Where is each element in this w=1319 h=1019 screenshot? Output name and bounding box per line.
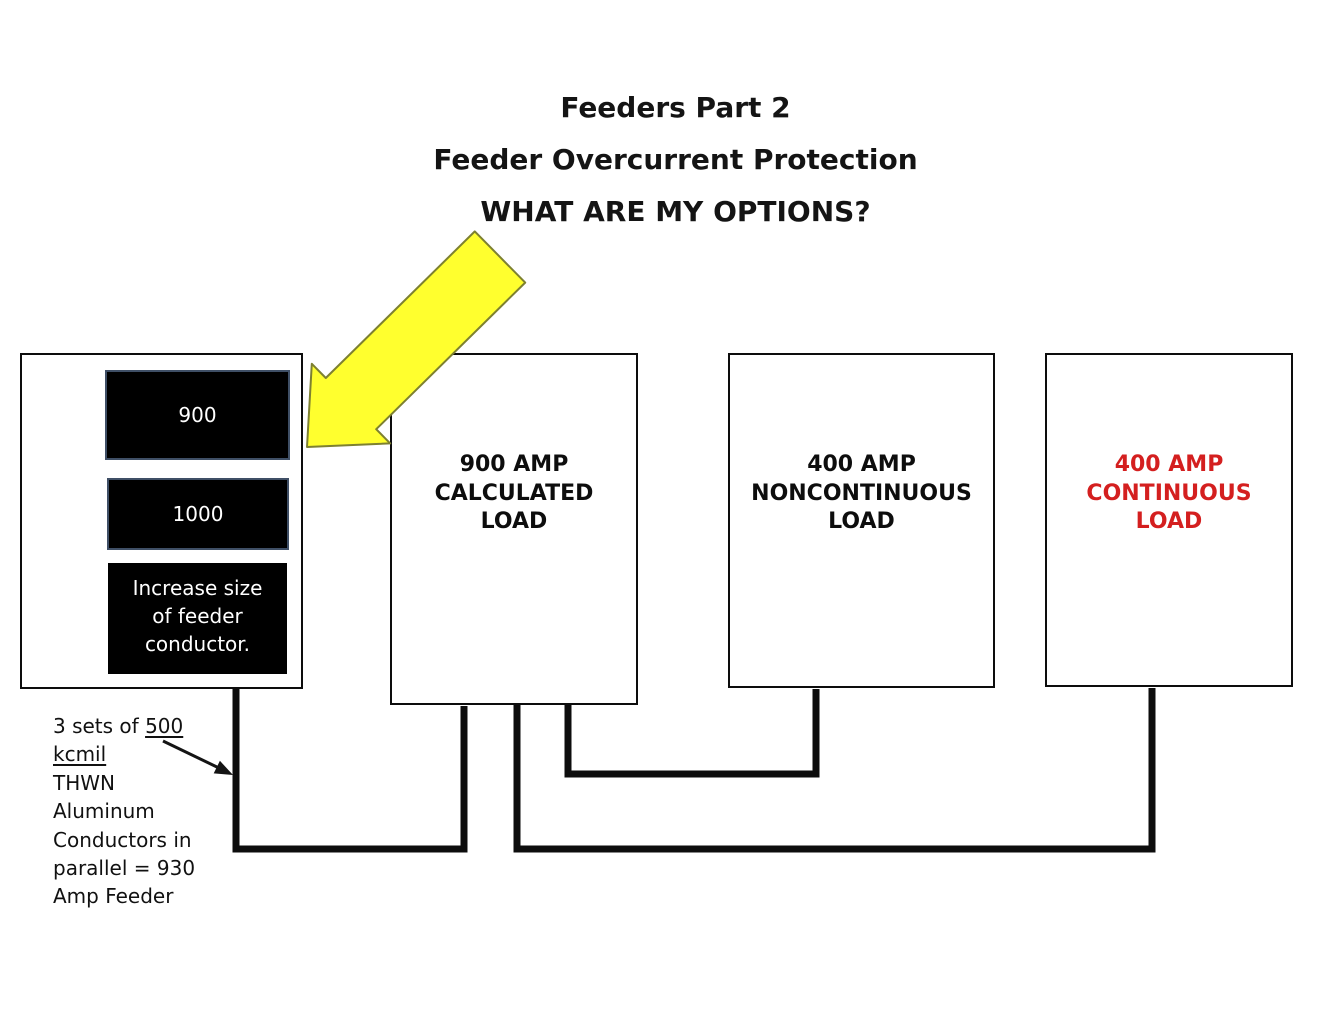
label-line: CALCULATED	[434, 480, 594, 506]
slide-title-line2: Feeder Overcurrent Protection	[433, 143, 918, 176]
breaker-900-label: 900	[178, 403, 217, 427]
breaker-1000-label: 1000	[172, 502, 224, 526]
footnote-line: Amp Feeder	[53, 884, 174, 909]
label-line: CONTINUOUS	[1086, 480, 1252, 506]
wire-calculated-to-continuous	[513, 688, 1156, 853]
breaker-1000-box: 1000	[107, 478, 289, 550]
footnote-text: 3 sets of	[53, 714, 146, 738]
label-line: NONCONTINUOUS	[751, 480, 972, 506]
slide-title-line1: Feeders Part 2	[560, 91, 791, 124]
noncontinuous-load-box: 400 AMP NONCONTINUOUS LOAD	[728, 353, 995, 688]
increase-note-line: Increase size	[132, 576, 263, 600]
increase-note-line: conductor.	[144, 632, 251, 656]
footnote-line: parallel = 930	[53, 856, 196, 881]
label-line: 400 AMP	[807, 452, 916, 477]
label-line: LOAD	[480, 509, 548, 534]
label-line: 900 AMP	[459, 452, 569, 477]
increase-note-line: of feeder	[152, 604, 243, 628]
breaker-900-box: 900	[105, 370, 290, 460]
label-line: LOAD	[1135, 509, 1203, 534]
footnote-underlined-text: kcmil	[53, 742, 107, 767]
calculated-load-box: 900 AMP CALCULATED LOAD	[390, 353, 638, 705]
title-block: Feeders Part 2 Feeder Overcurrent Protec…	[16, 82, 1319, 238]
wire-options-to-calculated	[232, 688, 468, 853]
calculated-load-label: 900 AMP CALCULATED LOAD	[392, 451, 636, 537]
footnote-line: kcmil	[53, 740, 233, 768]
noncontinuous-load-label: 400 AMP NONCONTINUOUS LOAD	[730, 451, 993, 537]
continuous-load-label: 400 AMP CONTINUOUS LOAD	[1047, 451, 1291, 537]
options-panel-box: 900 1000 Increase size of feeder conduct…	[20, 353, 303, 689]
footnote-underlined-text: 500	[145, 714, 184, 738]
continuous-load-box: 400 AMP CONTINUOUS LOAD	[1045, 353, 1293, 687]
label-line: 400 AMP	[1114, 452, 1224, 477]
footnote-line: THWN	[53, 770, 115, 795]
footnote-line: Aluminum	[53, 799, 155, 824]
footnote-line: 3 sets of 500	[53, 712, 233, 740]
conductor-footnote: 3 sets of 500 kcmil THWN Aluminum Conduc…	[53, 712, 233, 911]
increase-size-note: Increase size of feeder conductor.	[108, 563, 287, 674]
footnote-line: Conductors in	[53, 827, 192, 852]
slide-title-line3: WHAT ARE MY OPTIONS?	[480, 195, 871, 228]
label-line: LOAD	[828, 509, 895, 534]
